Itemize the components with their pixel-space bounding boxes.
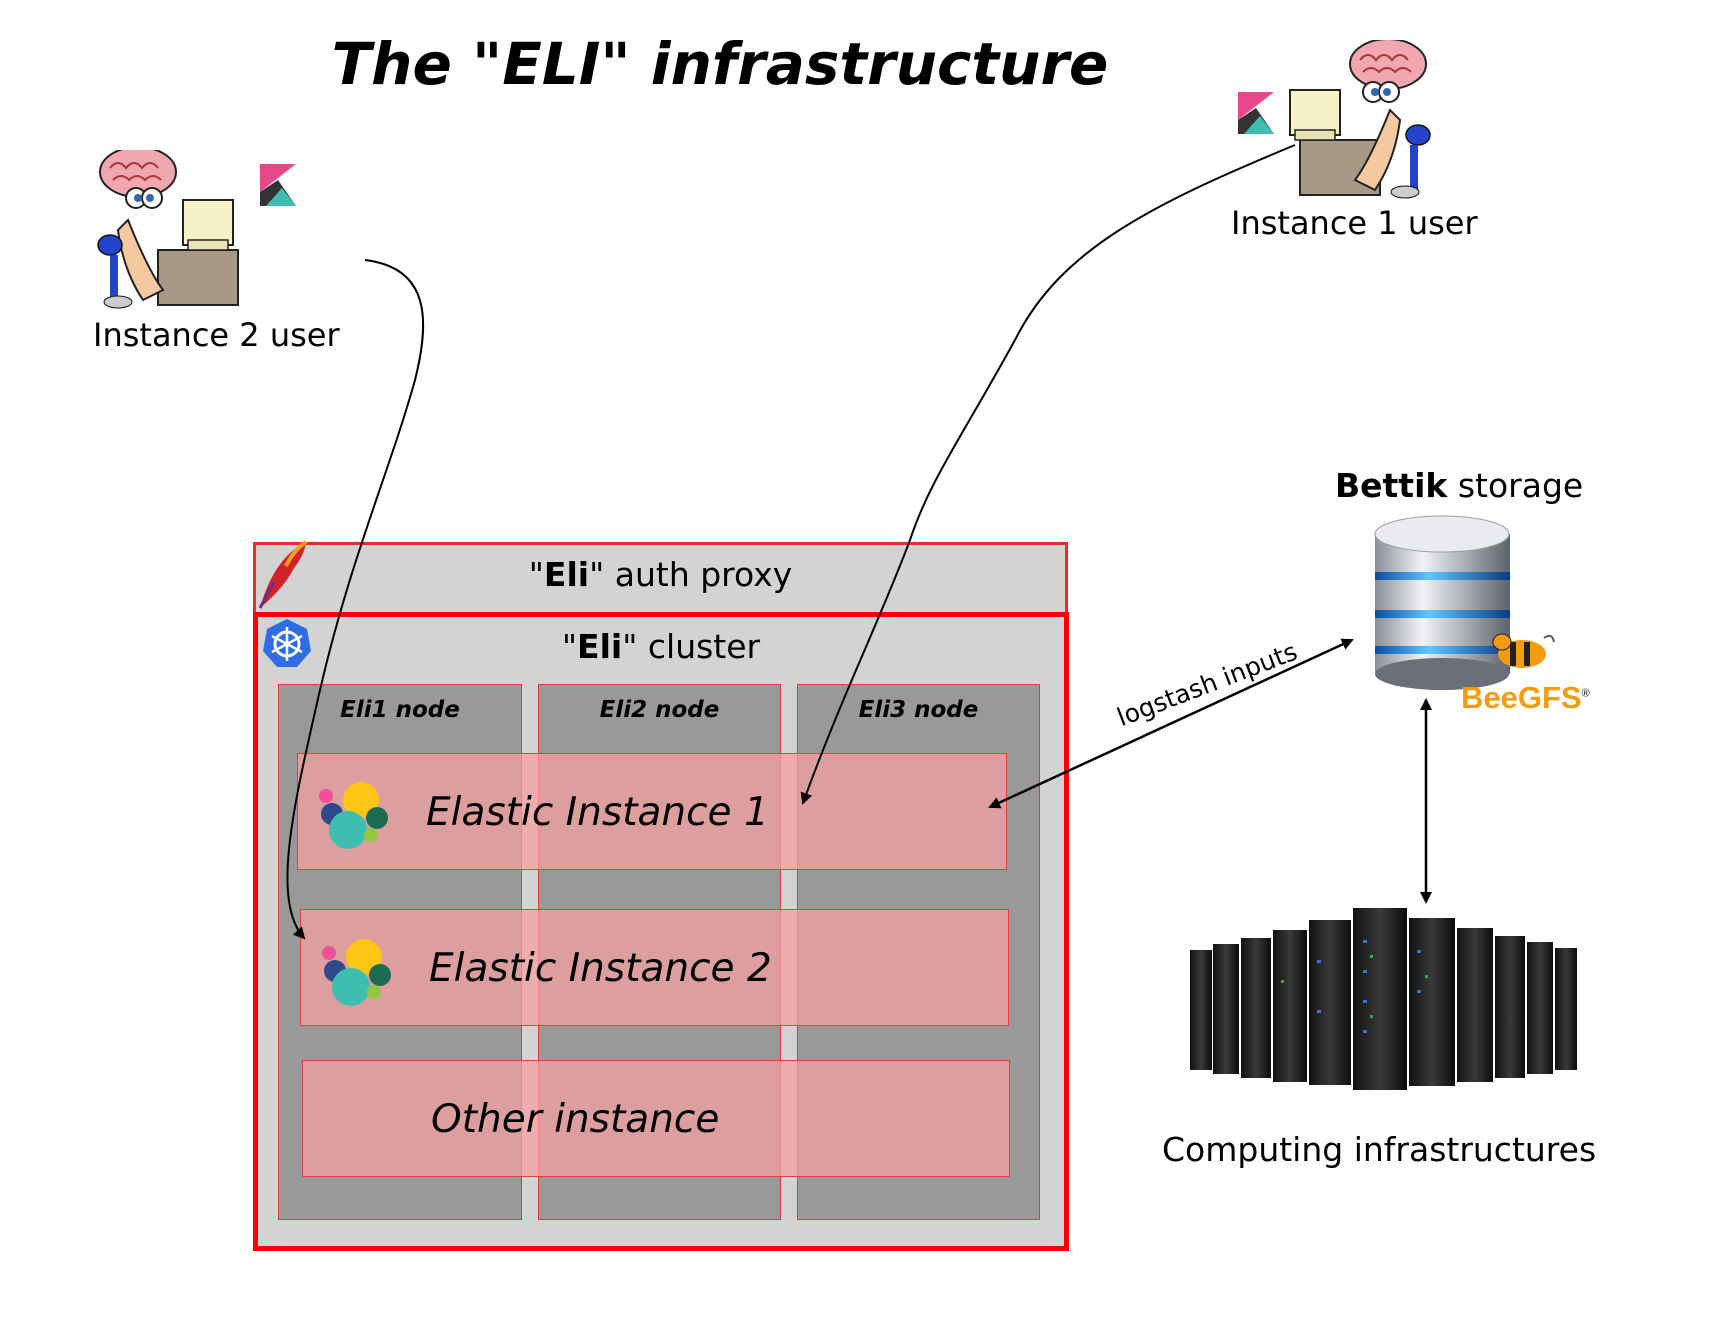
instance-label: Elastic Instance 1 bbox=[426, 790, 769, 835]
diagram-title: The "ELI" infrastructure bbox=[331, 30, 1109, 98]
auth-proxy-label: "Eli" auth proxy bbox=[528, 555, 793, 594]
connector-user1-instance1 bbox=[800, 144, 1296, 805]
node-label: Eli2 node bbox=[599, 697, 720, 723]
instance-label: Elastic Instance 2 bbox=[429, 946, 772, 991]
database-icon bbox=[1374, 515, 1510, 690]
beegfs-logo-text: BeeGFS® bbox=[1461, 680, 1590, 715]
server-rack-icon bbox=[1190, 908, 1577, 1090]
elastic-instance-1: Elastic Instance 1 bbox=[297, 753, 1007, 870]
kubernetes-icon bbox=[263, 619, 311, 667]
kibana-icon bbox=[260, 164, 296, 206]
computing-label: Computing infrastructures bbox=[1162, 1130, 1597, 1169]
elastic-instance-2: Elastic Instance 2 bbox=[300, 909, 1009, 1026]
elastic-icon bbox=[322, 939, 391, 1006]
brain-user-icon bbox=[1289, 40, 1431, 199]
instance-label: Other instance bbox=[431, 1097, 720, 1142]
node-label: Eli3 node bbox=[858, 697, 979, 723]
beegfs-bee-icon bbox=[1492, 633, 1555, 668]
connector-logstash-inputs bbox=[988, 638, 1354, 809]
cluster-label: "Eli" cluster bbox=[561, 627, 761, 666]
instance1-user-label: Instance 1 user bbox=[1231, 204, 1478, 242]
instance2-user-label: Instance 2 user bbox=[93, 316, 340, 354]
kibana-icon bbox=[1238, 92, 1274, 134]
brain-user-icon bbox=[97, 150, 239, 309]
other-instance: Other instance bbox=[302, 1060, 1010, 1177]
elastic-icon bbox=[319, 782, 388, 849]
auth-proxy-box: "Eli" auth proxy bbox=[253, 542, 1068, 616]
storage-label: Bettik storage bbox=[1335, 466, 1584, 505]
node-label: Eli1 node bbox=[340, 697, 460, 723]
apache-feather-icon bbox=[258, 540, 308, 609]
connector-user2-instance2 bbox=[286, 259, 425, 940]
